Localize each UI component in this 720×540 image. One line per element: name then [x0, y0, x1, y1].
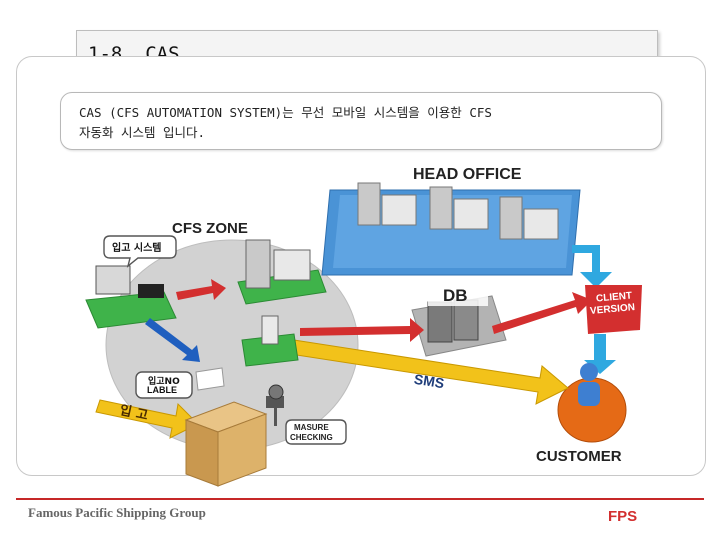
no-label-callout-line-2: LABLE	[147, 385, 177, 395]
db-label: DB	[443, 286, 468, 305]
sms-arrow-icon	[289, 339, 569, 405]
fps-logo-text: FPS	[608, 508, 638, 525]
description-box: CAS (CFS AUTOMATION SYSTEM)는 무선 모바일 시스템을…	[60, 92, 662, 150]
camera-icon	[266, 384, 284, 426]
cargo-boxes-icon	[184, 401, 268, 487]
description-line-1: CAS (CFS AUTOMATION SYSTEM)는 무선 모바일 시스템을…	[79, 105, 492, 120]
fps-logo: FPS	[608, 506, 648, 528]
mobile-terminal-icon	[241, 315, 299, 367]
measure-callout-line-1: MASURE	[294, 423, 329, 432]
server-icon	[429, 186, 489, 230]
arrow-to-db-icon	[300, 318, 424, 342]
server-icon	[499, 196, 559, 240]
no-label-callout-line-1: 입고NO	[148, 377, 180, 387]
server-icon	[357, 182, 417, 226]
customer-label: CUSTOMER	[536, 448, 622, 465]
label-card-icon	[195, 367, 225, 391]
incoming-system-callout: 입고 시스템	[112, 243, 162, 254]
arrow-db-to-client-icon	[492, 292, 592, 334]
no-label-callout-bubble	[135, 371, 193, 399]
pc-icon	[85, 265, 177, 329]
arrow-to-workstation-icon	[176, 279, 226, 300]
description-line-2: 자동화 시스템 입니다.	[79, 125, 206, 140]
incoming-system-callout-bubble	[103, 235, 177, 268]
measure-callout-line-2: CHECKING	[290, 433, 333, 442]
arrow-to-client-icon	[572, 245, 612, 288]
measure-callout-bubble	[285, 419, 347, 445]
db-server-icon	[411, 295, 507, 357]
footer-divider	[16, 498, 704, 500]
incoming-arrow-icon	[95, 399, 199, 439]
company-name: Famous Pacific Shipping Group	[28, 505, 206, 520]
client-version-box	[585, 285, 642, 334]
arrow-to-mobile-icon	[145, 318, 200, 362]
db-label-backdrop	[428, 286, 488, 306]
workstation-icon	[237, 239, 327, 305]
head-office-label: HEAD OFFICE	[413, 166, 522, 183]
cfs-zone-label: CFS ZONE	[172, 220, 248, 237]
customer-icon	[557, 363, 627, 443]
